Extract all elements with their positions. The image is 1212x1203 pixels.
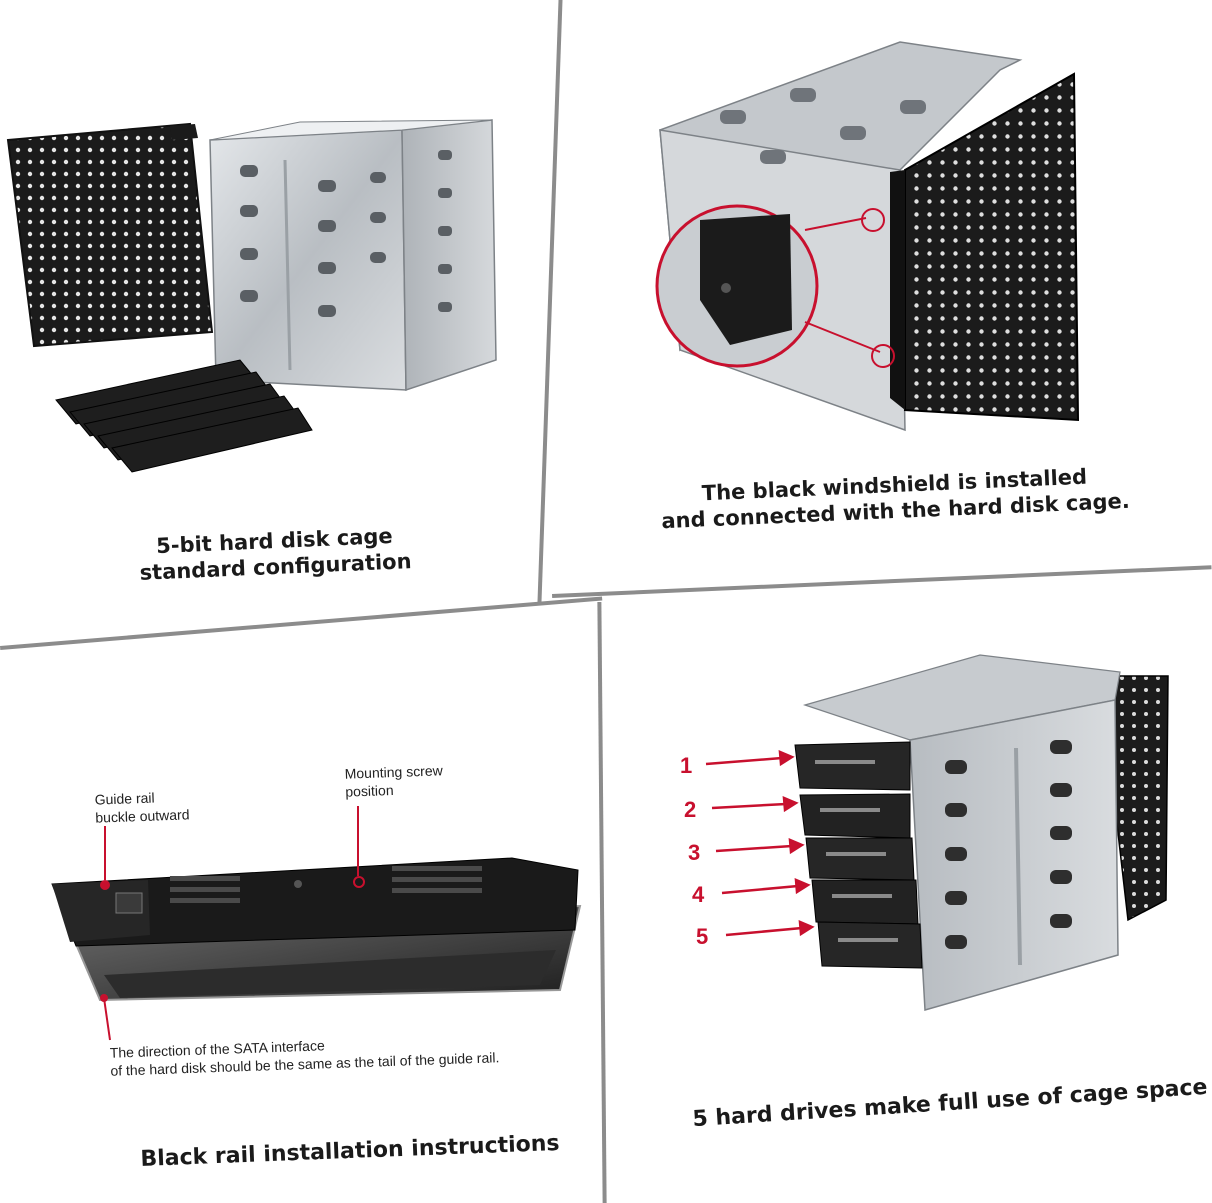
cage-with-windshield-illustration: [655, 41, 1080, 432]
hard-disk-with-rail-illustration: [51, 806, 582, 1041]
drive-number-1: 1: [680, 753, 693, 778]
drive-number-2: 2: [684, 797, 697, 822]
drive-number-4: 4: [692, 882, 705, 907]
drive-number-3: 3: [688, 840, 701, 865]
drive-number-5: 5: [696, 924, 709, 949]
black-windshield-panel-illustration: [6, 119, 497, 473]
